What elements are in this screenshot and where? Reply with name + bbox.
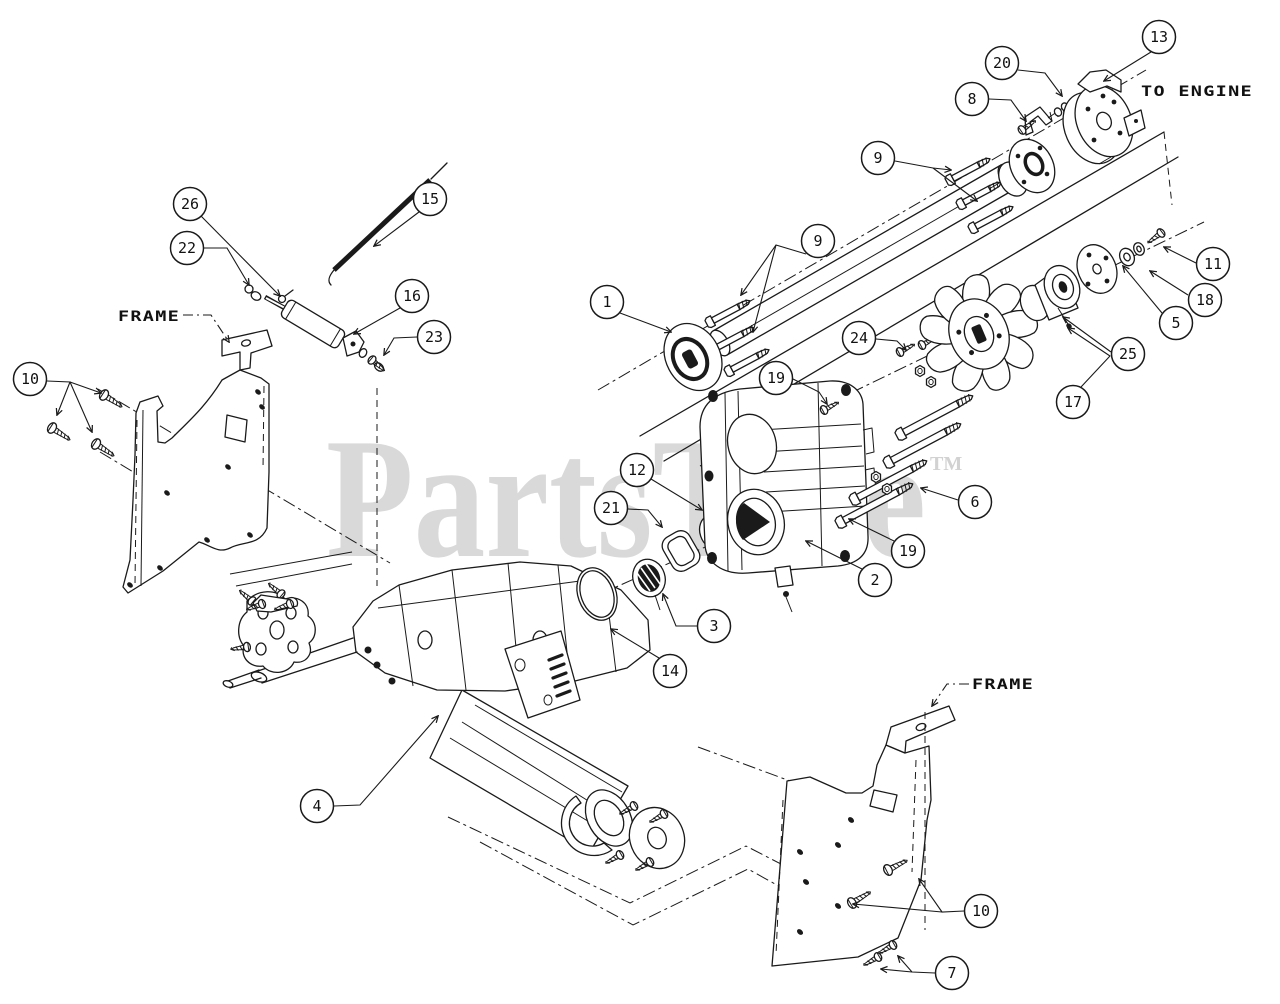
svg-text:8: 8 (967, 90, 976, 108)
frame-plate-right (771, 705, 956, 967)
callout-20[interactable]: 20 (984, 45, 1063, 97)
callout-23[interactable]: 23 (384, 319, 452, 356)
callout-26[interactable]: 26 (172, 186, 281, 297)
frame-left-leader (183, 314, 229, 342)
drive-shaft-assembly (663, 69, 1146, 392)
svg-text:9: 9 (873, 149, 882, 167)
callout-19[interactable]: 19 (758, 360, 828, 405)
gasket-21 (661, 530, 701, 572)
svg-text:10: 10 (972, 902, 990, 920)
svg-text:16: 16 (403, 287, 421, 305)
callout-5[interactable]: 5 (1123, 266, 1194, 341)
callout-25[interactable]: 25 (1063, 317, 1146, 372)
callout-15[interactable]: 15 (374, 181, 448, 247)
svg-text:24: 24 (850, 329, 868, 347)
bolt-11 (1144, 226, 1168, 248)
svg-text:11: 11 (1204, 255, 1222, 273)
svg-text:1: 1 (602, 293, 611, 311)
callout-13[interactable]: 13 (1104, 19, 1177, 82)
svg-text:19: 19 (767, 369, 785, 387)
callout-4[interactable]: 4 (299, 716, 439, 824)
fan (919, 274, 1039, 392)
transaxle (222, 561, 686, 875)
callout-21[interactable]: 21 (593, 490, 663, 528)
svg-text:10: 10 (21, 370, 39, 388)
callout-3[interactable]: 3 (663, 594, 732, 644)
label-leaders (183, 314, 969, 706)
svg-text:9: 9 (813, 232, 822, 250)
svg-text:3: 3 (709, 617, 718, 635)
bearing-flange (1008, 138, 1056, 194)
callout-1[interactable]: 1 (589, 284, 672, 333)
damper-group (244, 162, 448, 375)
svg-text:23: 23 (425, 328, 443, 346)
bolt-23 (365, 353, 389, 375)
svg-text:21: 21 (602, 499, 620, 517)
svg-text:6: 6 (970, 493, 979, 511)
callout-2[interactable]: 2 (806, 541, 893, 598)
svg-text:26: 26 (181, 195, 199, 213)
damper-22 (280, 299, 346, 349)
label-to-engine: TO ENGINE (1141, 84, 1253, 100)
svg-text:15: 15 (421, 190, 439, 208)
svg-text:5: 5 (1171, 314, 1180, 332)
callout-24[interactable]: 24 (841, 320, 907, 356)
transaxle-housing (352, 561, 651, 692)
callout-10[interactable]: 10 (12, 361, 102, 433)
pump-mount-bracket (504, 630, 581, 719)
label-frame-right: FRAME (972, 677, 1034, 693)
callout-17[interactable]: 17 (1055, 328, 1111, 420)
callout-7[interactable]: 7 (881, 956, 970, 991)
svg-text:17: 17 (1064, 393, 1082, 411)
callout-8[interactable]: 8 (954, 81, 1027, 122)
label-frame-left: FRAME (118, 309, 180, 325)
callout-22[interactable]: 22 (169, 230, 250, 286)
callout-9[interactable]: 9 (860, 140, 978, 202)
watermark-tm: TM (930, 453, 962, 475)
shaft-bracket (1024, 106, 1053, 136)
svg-text:19: 19 (899, 542, 917, 560)
callouts: 1234567899101011121314151617181919202122… (12, 19, 1231, 991)
svg-text:18: 18 (1196, 291, 1214, 309)
spring (547, 653, 572, 698)
callout-9[interactable]: 9 (741, 223, 836, 333)
callout-11[interactable]: 11 (1164, 247, 1231, 282)
svg-text:4: 4 (312, 797, 321, 815)
frame-right-leader (932, 683, 969, 706)
svg-text:13: 13 (1150, 28, 1168, 46)
callout-12[interactable]: 12 (619, 452, 703, 511)
callout-19[interactable]: 19 (849, 519, 926, 569)
frame-plate-left (122, 329, 273, 594)
callout-18[interactable]: 18 (1150, 271, 1223, 318)
callout-10[interactable]: 10 (853, 879, 999, 929)
frame-left-bracket (221, 329, 273, 371)
svg-text:7: 7 (947, 964, 956, 982)
svg-text:25: 25 (1119, 345, 1137, 363)
svg-text:2: 2 (870, 571, 879, 589)
svg-text:22: 22 (178, 239, 196, 257)
pump-housing (699, 380, 877, 613)
svg-text:14: 14 (661, 662, 679, 680)
svg-text:12: 12 (628, 461, 646, 479)
svg-text:20: 20 (993, 54, 1011, 72)
callout-14[interactable]: 14 (611, 629, 688, 689)
callout-6[interactable]: 6 (921, 484, 993, 520)
fan-hub-group (1019, 226, 1168, 329)
callout-16[interactable]: 16 (354, 278, 430, 335)
